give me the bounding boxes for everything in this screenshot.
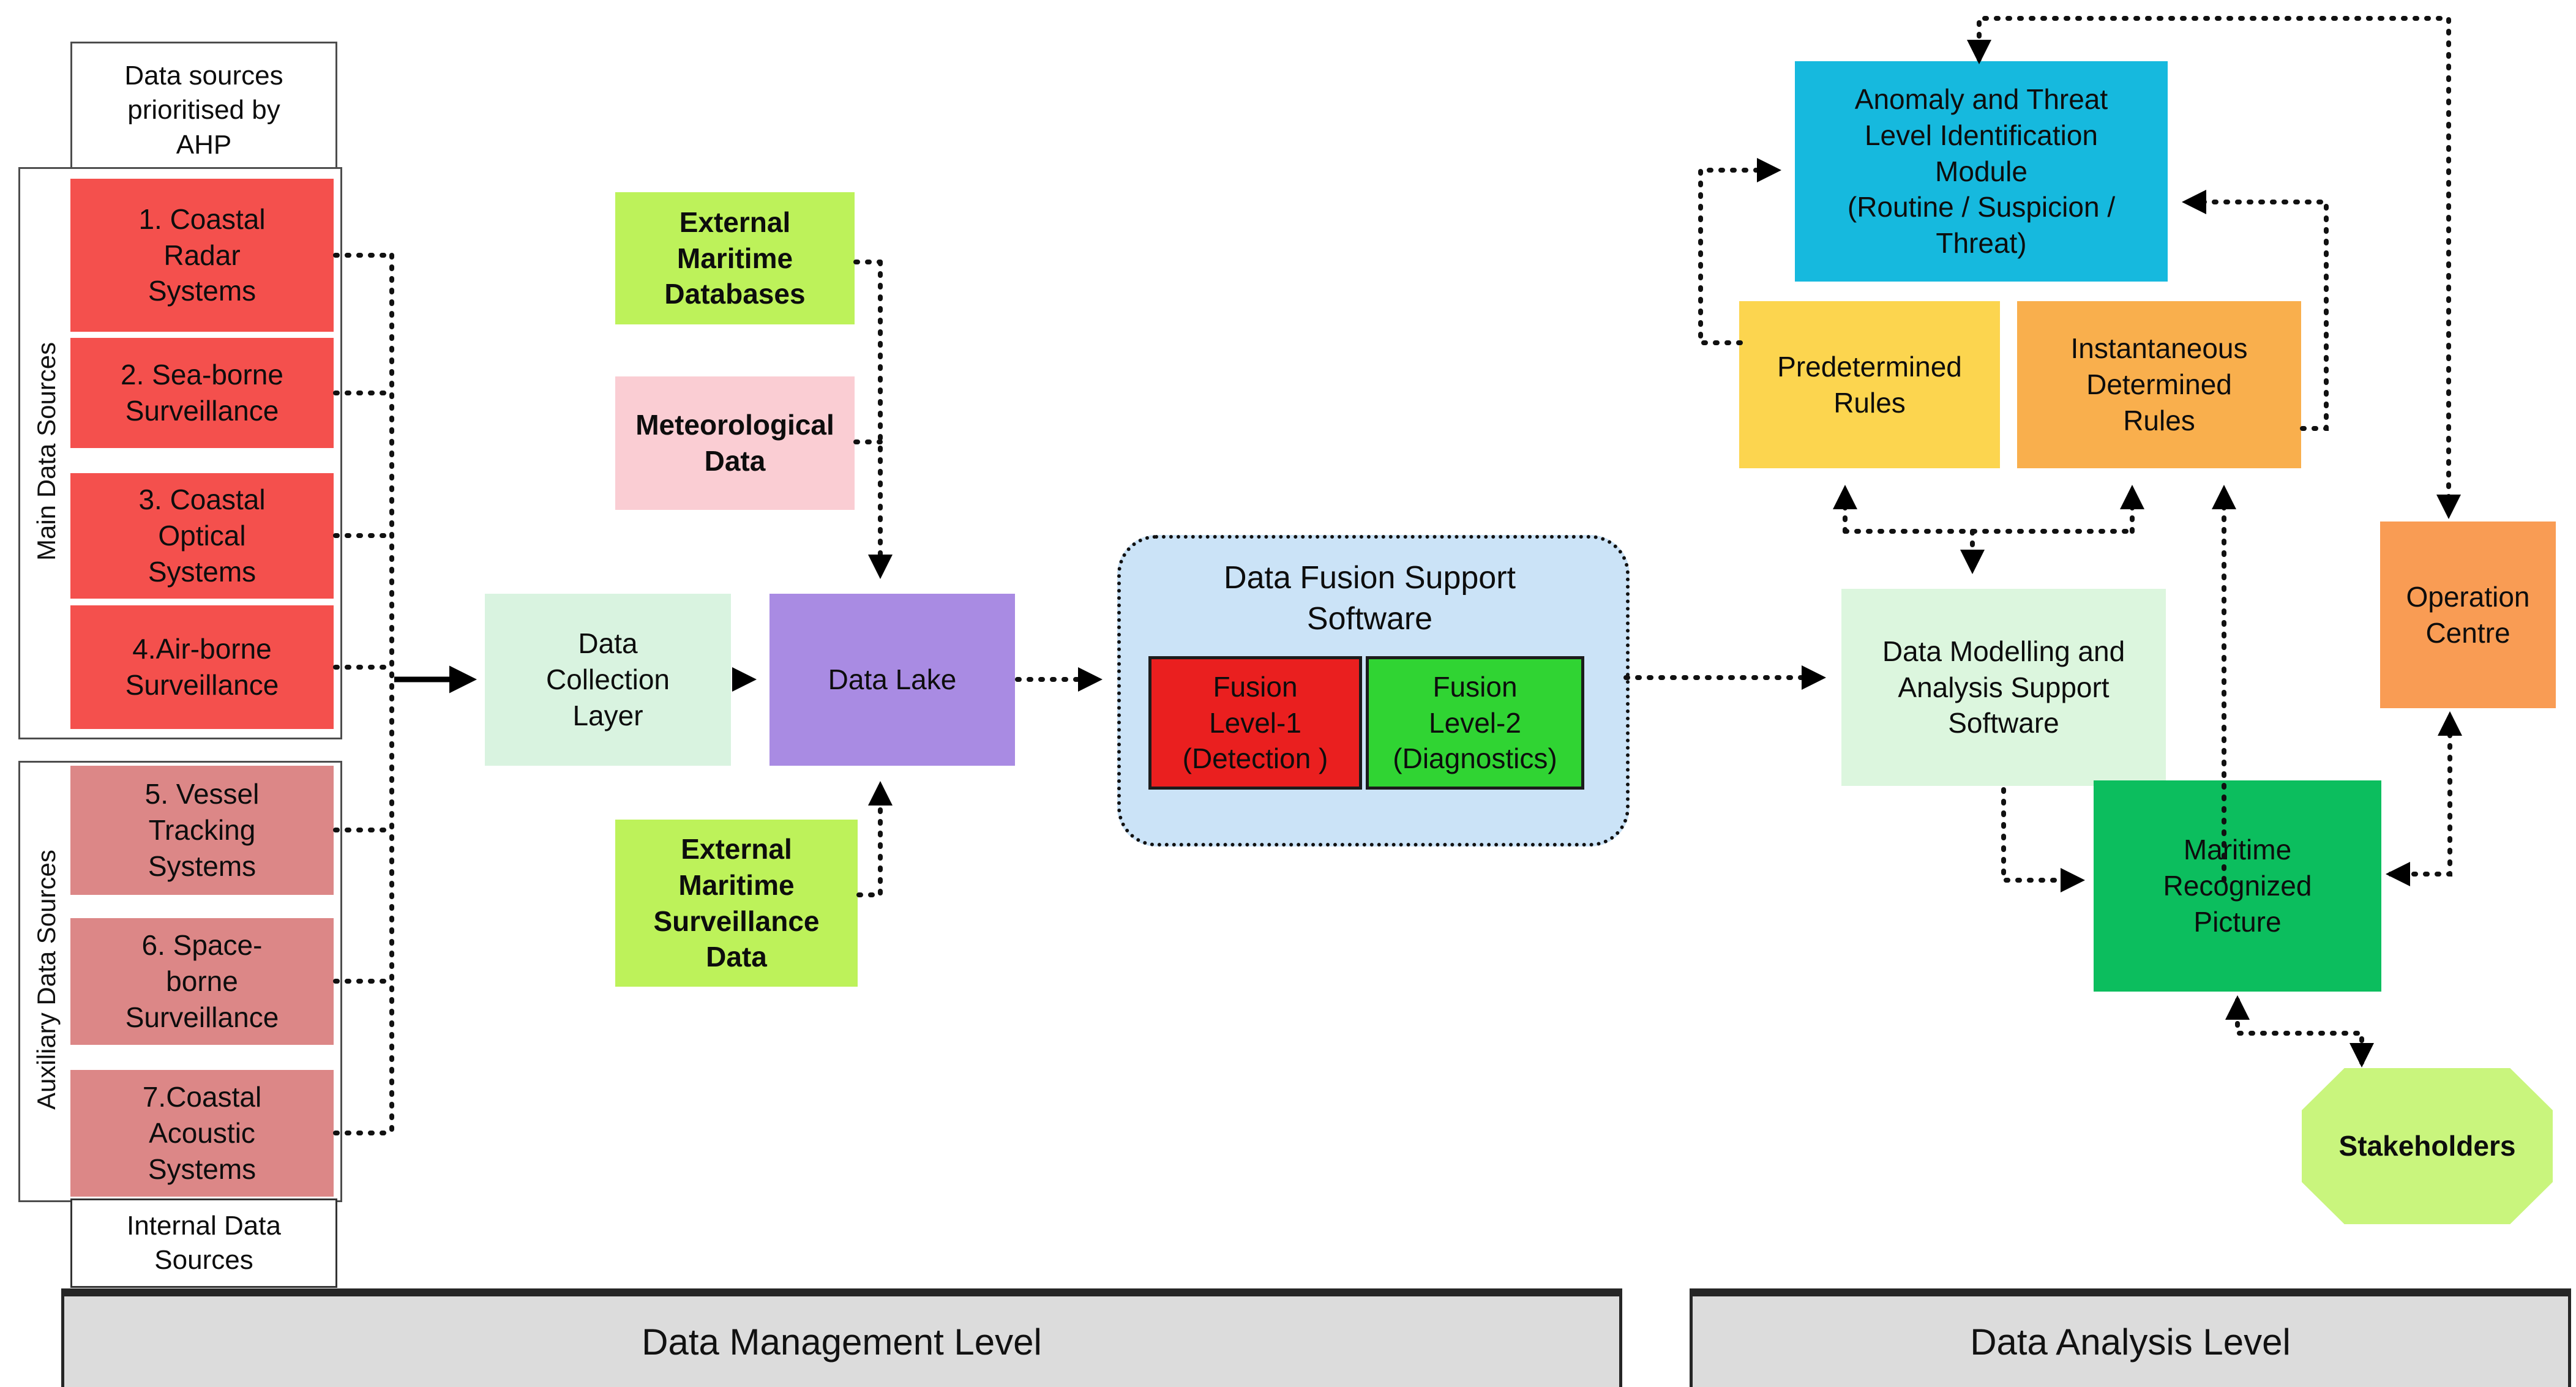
box-external-maritime-databases: External Maritime Databases (615, 192, 855, 324)
box-operation-centre: Operation Centre (2380, 522, 2556, 708)
data-fusion-title: Data Fusion Support Software (1224, 560, 1516, 637)
box-air-borne-surveillance: 4.Air-borne Surveillance (70, 605, 334, 729)
arrow-modelling-to-picture (2001, 787, 2085, 892)
box-predetermined-rules: Predetermined Rules (1739, 301, 2000, 468)
group-label-auxiliary-data-sources: Auxiliary Data Sources (32, 850, 61, 1110)
box-data-collection-layer: Data Collection Layer (485, 594, 731, 766)
box-vessel-tracking-systems: 5. Vessel Tracking Systems (70, 766, 334, 895)
box-instantaneous-determined-rules: Instantaneous Determined Rules (2017, 301, 2301, 468)
box-maritime-recognized-picture: Maritime Recognized Picture (2094, 780, 2381, 992)
box-meteorological-data: Meteorological Data (615, 376, 855, 510)
box-data-modelling-analysis-support: Data Modelling and Analysis Support Soft… (1841, 589, 2166, 786)
box-internal-data-sources: Internal Data Sources (70, 1198, 337, 1288)
box-coastal-radar-systems: 1. Coastal Radar Systems (70, 179, 334, 332)
banner-data-analysis-level: Data Analysis Level (1690, 1288, 2571, 1387)
banner-data-management-level: Data Management Level (61, 1288, 1622, 1387)
link-picture-stakeholders (2225, 995, 2374, 1067)
box-data-lake: Data Lake (769, 594, 1015, 766)
box-space-borne-surveillance: 6. Space- borne Surveillance (70, 918, 334, 1045)
box-coastal-acoustic-systems: 7.Coastal Acoustic Systems (70, 1070, 334, 1197)
arrow-surveillance-into-lake-bottom (856, 781, 893, 897)
box-data-fusion-support-software: Data Fusion Support Software Fusion Leve… (1117, 535, 1630, 847)
box-external-maritime-surveillance-data: External Maritime Surveillance Data (615, 820, 858, 987)
box-coastal-optical-systems: 3. Coastal Optical Systems (70, 473, 334, 599)
box-fusion-level-1-detection: Fusion Level-1 (Detection ) (1148, 656, 1362, 790)
box-anomaly-threat-identification-module: Anomaly and Threat Level Identification … (1795, 61, 2168, 282)
box-stakeholders: Stakeholders (2302, 1068, 2553, 1224)
box-sea-borne-surveillance: 2. Sea-borne Surveillance (70, 338, 334, 448)
group-label-main-data-sources: Main Data Sources (32, 342, 61, 561)
box-data-sources-ahp: Data sources prioritised by AHP (70, 42, 337, 179)
link-operation-picture (2386, 711, 2462, 886)
box-fusion-level-2-diagnostics: Fusion Level-2 (Diagnostics) (1366, 656, 1584, 790)
